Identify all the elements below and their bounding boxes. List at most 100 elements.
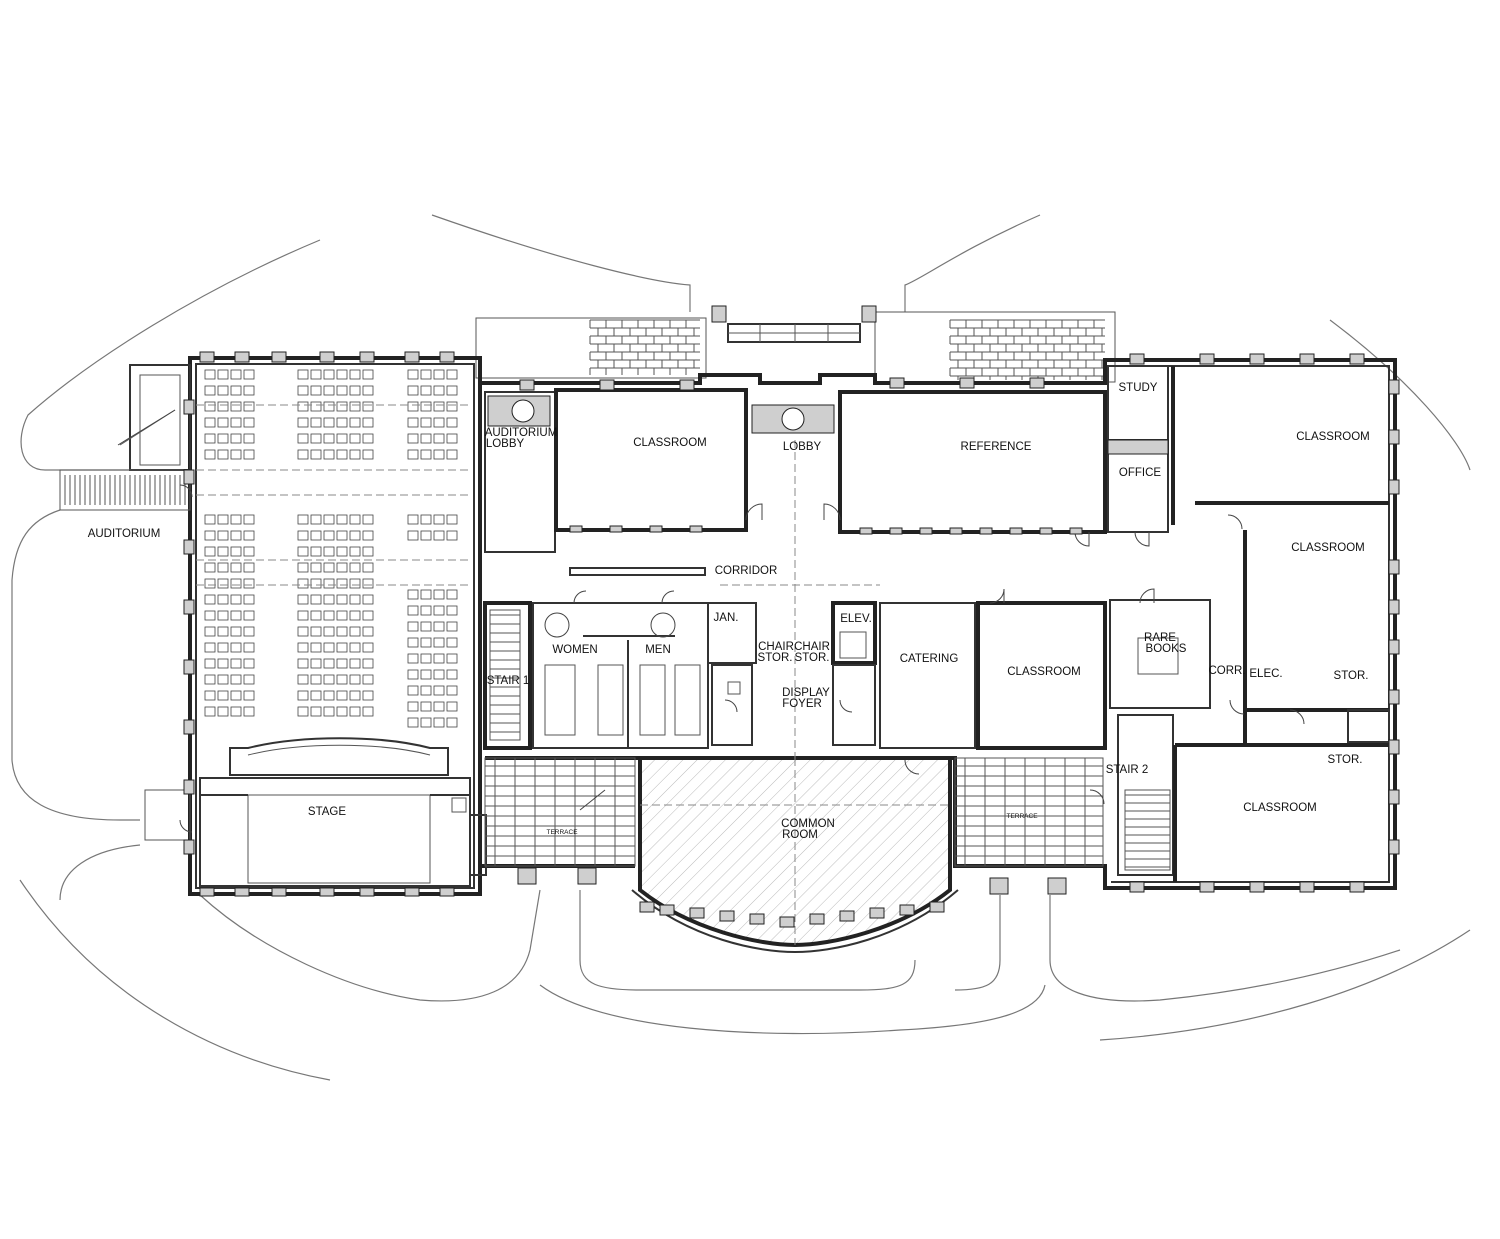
seat (446, 717, 458, 728)
seat (297, 706, 309, 717)
seat (310, 530, 322, 541)
seat (336, 401, 348, 412)
pier (1349, 353, 1365, 365)
pier (979, 527, 993, 535)
label-stair-1: STAIR 1 (487, 675, 530, 687)
seat (204, 706, 216, 717)
seat (217, 385, 229, 396)
label-reference: REFERENCE (961, 441, 1032, 453)
seat (407, 637, 419, 648)
seat (243, 514, 255, 525)
seat (204, 642, 216, 653)
pier (639, 901, 655, 913)
label-chair-stor-2b: STOR. (795, 652, 830, 664)
seat (323, 690, 335, 701)
label-display-foyer-1: DISPLAY (782, 687, 830, 699)
seat (243, 401, 255, 412)
label-stor-1: STOR. (1334, 670, 1369, 682)
seat (243, 530, 255, 541)
seat (336, 369, 348, 380)
pier (183, 539, 195, 555)
south-piers (517, 867, 1067, 895)
seat (433, 514, 445, 525)
seat (349, 385, 361, 396)
seat (349, 449, 361, 460)
seat (349, 706, 361, 717)
seat (243, 706, 255, 717)
seat (362, 530, 374, 541)
seat (349, 674, 361, 685)
seat (217, 674, 229, 685)
seat (230, 401, 242, 412)
seat (349, 658, 361, 669)
seat (297, 449, 309, 460)
seat (310, 626, 322, 637)
label-classroom-e: CLASSROOM (1291, 542, 1365, 554)
seat (204, 417, 216, 428)
seat (310, 594, 322, 605)
seat (362, 562, 374, 573)
seat (297, 546, 309, 557)
seat (297, 401, 309, 412)
pier (1009, 527, 1023, 535)
pier (1129, 881, 1145, 893)
seat (362, 642, 374, 653)
seat (336, 546, 348, 557)
seat (243, 626, 255, 637)
seat (297, 578, 309, 589)
seat (336, 385, 348, 396)
label-chair-stor-1a: CHAIR (758, 641, 794, 653)
seat (420, 385, 432, 396)
seat (407, 530, 419, 541)
seat (349, 562, 361, 573)
pier (959, 377, 975, 389)
seat (297, 417, 309, 428)
pier (439, 351, 455, 363)
seat (433, 637, 445, 648)
label-stair-2: STAIR 2 (1106, 764, 1149, 776)
seat (323, 401, 335, 412)
seat (336, 562, 348, 573)
label-classroom-mid: CLASSROOM (1007, 666, 1081, 678)
seat (323, 530, 335, 541)
seat (323, 562, 335, 573)
seat (230, 546, 242, 557)
seat (230, 369, 242, 380)
seat (310, 369, 322, 380)
seat (420, 433, 432, 444)
seat (446, 621, 458, 632)
seat (349, 690, 361, 701)
seat (446, 669, 458, 680)
seat (336, 433, 348, 444)
seat (446, 433, 458, 444)
seat (349, 642, 361, 653)
pier (1388, 639, 1400, 655)
label-classroom-se: CLASSROOM (1243, 802, 1317, 814)
seat (362, 401, 374, 412)
seat (230, 514, 242, 525)
seat (362, 578, 374, 589)
pier (319, 351, 335, 363)
seat (297, 658, 309, 669)
seat (323, 433, 335, 444)
pier (919, 527, 933, 535)
pier (183, 659, 195, 675)
seat (230, 417, 242, 428)
seat (323, 610, 335, 621)
seat (243, 658, 255, 669)
seat (420, 637, 432, 648)
seat (204, 530, 216, 541)
seat (230, 674, 242, 685)
seat (243, 369, 255, 380)
seat (433, 701, 445, 712)
label-men: MEN (645, 644, 671, 656)
label-display-foyer-2: FOYER (782, 698, 822, 710)
seat (420, 717, 432, 728)
seat (310, 417, 322, 428)
pier (183, 599, 195, 615)
pier (404, 887, 420, 897)
seat (323, 642, 335, 653)
pier (1388, 839, 1400, 855)
seat (362, 674, 374, 685)
seat (217, 449, 229, 460)
